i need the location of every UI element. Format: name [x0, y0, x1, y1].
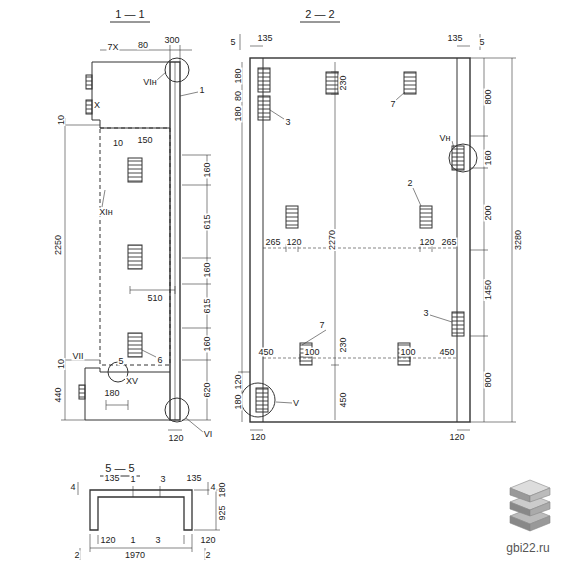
dimension-label: 440	[54, 386, 63, 403]
dimension-label: 925	[218, 504, 227, 521]
dimension-label: Vн	[439, 134, 452, 143]
dimension-label: 2	[406, 179, 413, 188]
dimension-label: 1	[129, 475, 136, 484]
dimension-label: 1970	[124, 551, 146, 560]
dimension-label: 120	[234, 373, 243, 390]
dimension-label: 10	[57, 114, 66, 126]
dimension-label: 5 — 5	[104, 463, 135, 474]
dimension-label: 4	[69, 483, 76, 492]
watermark: gbi22.ru	[505, 542, 550, 554]
dimension-label: 120	[448, 433, 465, 442]
dimension-label: 2 — 2	[304, 9, 335, 20]
dimension-label: 615	[203, 213, 212, 230]
dimension-label: 800	[484, 371, 493, 388]
dimension-label: 2	[204, 551, 211, 560]
dimension-label: 135	[446, 34, 463, 43]
dimension-label: 120	[167, 434, 184, 443]
dimension-label: VIн	[142, 78, 157, 87]
dimension-label: 2270	[328, 229, 337, 251]
dimension-label: 1450	[484, 279, 493, 301]
dimension-label: 160	[203, 261, 212, 278]
dimension-label: 120	[249, 433, 266, 442]
dimension-label: 450	[438, 348, 455, 357]
dimension-label: 7Х	[106, 43, 119, 52]
dimension-label: 615	[203, 297, 212, 314]
dimension-label: 135	[185, 474, 202, 483]
dimension-label: 160	[203, 161, 212, 178]
dimension-label: 230	[339, 336, 348, 353]
dimension-label: 180	[234, 67, 243, 84]
dimension-label: 3	[159, 475, 166, 484]
dimension-label: 1 — 1	[114, 9, 145, 20]
dimension-label: V	[292, 399, 300, 408]
dimension-label: 5	[478, 38, 485, 47]
dimension-label: 120	[199, 536, 216, 545]
dimension-label: 3	[154, 536, 161, 545]
dimension-label: 160	[203, 335, 212, 352]
dimension-label: XV	[125, 377, 139, 386]
dimension-label: 230	[339, 74, 348, 91]
dimension-label: 3280	[514, 229, 523, 251]
dimension-label: VI	[203, 430, 214, 439]
dimension-label: 7	[389, 100, 396, 109]
dimension-label: 180	[234, 393, 243, 410]
dimension-label: 620	[203, 381, 212, 398]
dimension-label: 2	[73, 551, 80, 560]
dimension-label: 135	[103, 474, 120, 483]
dimension-label: X	[93, 101, 101, 110]
dimension-label: XIн	[98, 208, 113, 217]
dimension-label: 265	[440, 238, 457, 247]
dimension-label: 135	[256, 34, 273, 43]
dimension-label: 450	[339, 391, 348, 408]
dimension-label: 180	[234, 105, 243, 122]
dimension-label: 120	[99, 536, 116, 545]
dimension-label: 10	[57, 358, 66, 370]
dimension-label: 160	[484, 149, 493, 166]
dimension-label: 80	[234, 90, 243, 102]
dimension-label: 80	[137, 41, 149, 50]
dimension-label: 120	[285, 238, 302, 247]
dimension-label: 7	[318, 321, 325, 330]
dimension-label: 100	[399, 348, 416, 357]
dimension-label: 800	[484, 88, 493, 105]
dimension-label: 3	[422, 309, 429, 318]
dimension-label: 180	[218, 481, 227, 498]
dimension-label: 6	[156, 356, 163, 365]
dimension-label: 100	[303, 348, 320, 357]
dimension-label: 300	[163, 36, 180, 45]
dimension-label: 265	[264, 238, 281, 247]
dimension-label: 120	[418, 238, 435, 247]
dimension-label: 200	[484, 204, 493, 221]
dimension-label: 1	[129, 536, 136, 545]
dimension-label: 510	[146, 294, 163, 303]
dimension-label: VII	[71, 352, 84, 361]
dimension-label: 450	[257, 348, 274, 357]
dimension-label: 180	[103, 389, 120, 398]
dimension-label: 5	[229, 38, 236, 47]
dimension-label: 150	[136, 136, 153, 145]
dimension-label: 3	[284, 118, 291, 127]
dimension-label: 4	[209, 483, 216, 492]
dimension-label: 2250	[54, 234, 63, 256]
dimension-label: 5	[117, 357, 124, 366]
dimension-label: 10	[112, 139, 124, 148]
dimension-label: 1	[198, 86, 205, 95]
